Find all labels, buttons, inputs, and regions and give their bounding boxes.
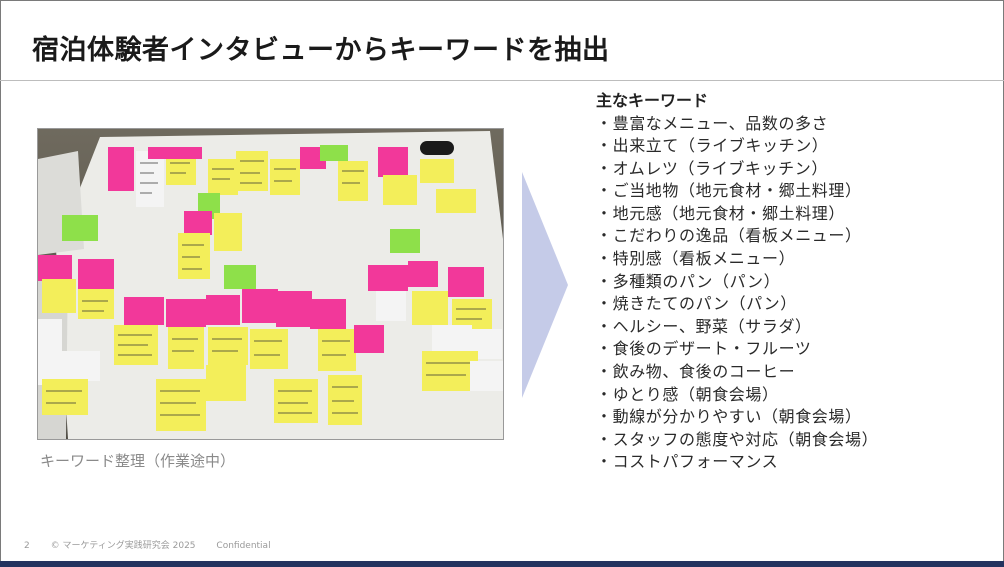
chevron-arrow-icon — [522, 172, 568, 398]
sticky-notes-photo — [37, 128, 504, 440]
photo-caption: キーワード整理（作業途中） — [40, 452, 236, 470]
keyword-heading: 主なキーワード — [596, 91, 709, 110]
keyword-item: ・豊富なメニュー、品数の多さ — [596, 113, 829, 133]
sticky-notes-lower — [38, 255, 503, 431]
keyword-item: ・食後のデザート・フルーツ — [596, 339, 812, 359]
keyword-item: ・飲み物、食後のコーヒー — [596, 362, 796, 382]
keyword-item: ・多種類のパン（パン） — [596, 271, 781, 291]
keyword-item: ・オムレツ（ライブキッチン） — [596, 158, 828, 178]
keyword-item: ・地元感（地元食材・郷土料理） — [596, 203, 846, 223]
keyword-item: ・ご当地物（地元食材・郷土料理） — [596, 181, 862, 201]
keyword-item: ・コストパフォーマンス — [596, 452, 779, 472]
footer-accent-bar — [0, 561, 1004, 567]
confidential-label: Confidential — [216, 541, 271, 551]
page-number: 2 — [24, 541, 30, 551]
title-divider — [0, 80, 1004, 81]
keyword-item: ・スタッフの態度や対応（朝食会場） — [596, 429, 879, 449]
keyword-panel: 主なキーワード ・豊富なメニュー、品数の多さ ・出来立て（ライブキッチン） ・オ… — [596, 90, 878, 474]
sticky-notes-upper — [62, 145, 476, 289]
keyword-item: ・焼きたてのパン（パン） — [596, 294, 797, 314]
keyword-list: ・豊富なメニュー、品数の多さ ・出来立て（ライブキッチン） ・オムレツ（ライブキ… — [596, 113, 878, 475]
slide-footer: 2 © マーケティング実践研究会 2025 Confidential — [24, 538, 289, 551]
keyword-item: ・動線が分かりやすい（朝食会場） — [596, 407, 862, 427]
keyword-item: ・出来立て（ライブキッチン） — [596, 136, 829, 156]
keyword-item: ・ゆとり感（朝食会場） — [596, 384, 779, 404]
keyword-item: ・ヘルシー、野菜（サラダ） — [596, 316, 812, 336]
slide-title: 宿泊体験者インタビューからキーワードを抽出 — [32, 35, 610, 66]
photo-illustration — [38, 129, 503, 439]
keyword-item: ・特別感（看板メニュー） — [596, 249, 796, 269]
copyright-notice: © マーケティング実践研究会 2025 — [50, 541, 196, 551]
keyword-item: ・こだわりの逸品（看板メニュー） — [596, 226, 862, 246]
handwriting-marks — [46, 160, 486, 416]
